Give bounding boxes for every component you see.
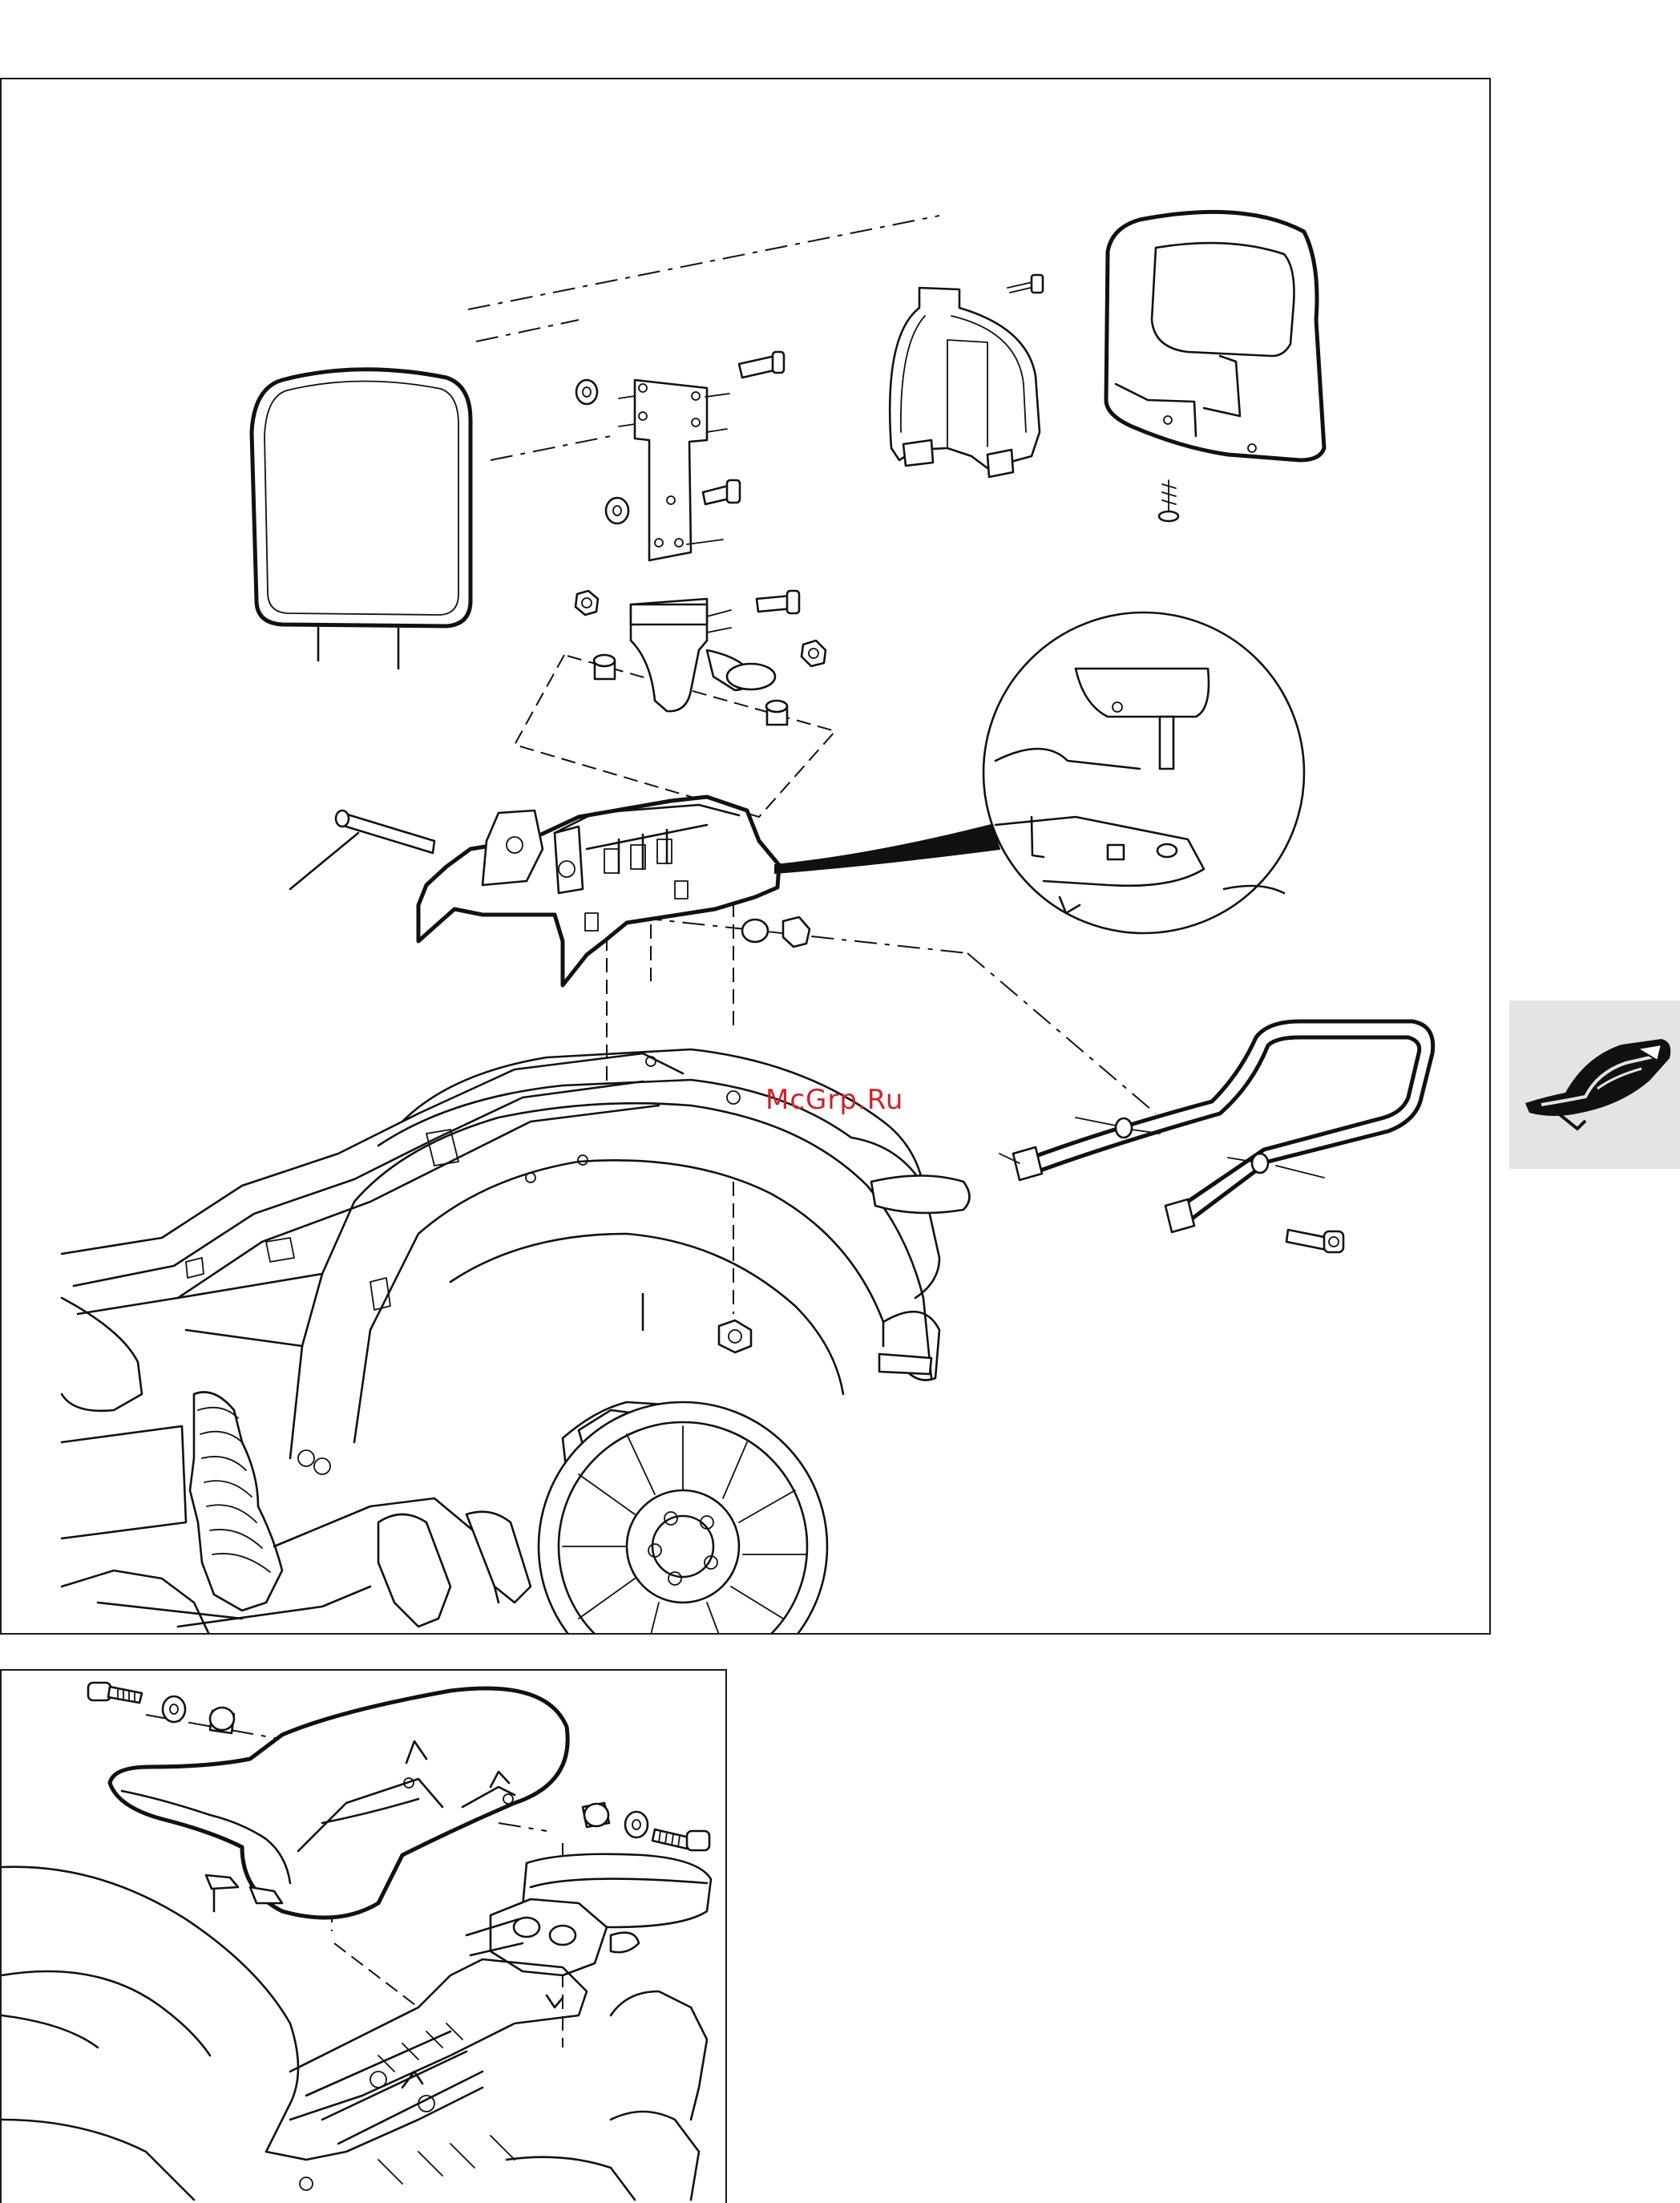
seat-exploded-diagram <box>0 1669 727 2203</box>
watermark-text: McGrp.Ru <box>765 1084 903 1116</box>
solo-seat <box>110 1688 567 1918</box>
motorcycle-frame <box>62 1049 970 1635</box>
seat-diagram-drawing <box>2 1671 727 2203</box>
seat-rear-fasteners <box>583 1803 709 1850</box>
seat-icon <box>1509 1000 1680 1169</box>
backrest-outer-cover <box>1106 212 1324 460</box>
backrest-diagram-drawing <box>2 79 1491 1635</box>
section-tab <box>1509 1000 1680 1169</box>
rear-fender-mount <box>418 797 779 985</box>
backrest-inner-shell <box>890 288 1040 477</box>
mounting-plate <box>619 380 729 560</box>
backrest-pad <box>252 370 470 669</box>
backrest-exploded-diagram <box>0 78 1491 1635</box>
rear-mount <box>466 1854 711 1975</box>
sissy-bar <box>1000 1021 1433 1252</box>
detail-magnifier <box>775 612 1304 933</box>
seat-front-fasteners <box>88 1683 234 1733</box>
